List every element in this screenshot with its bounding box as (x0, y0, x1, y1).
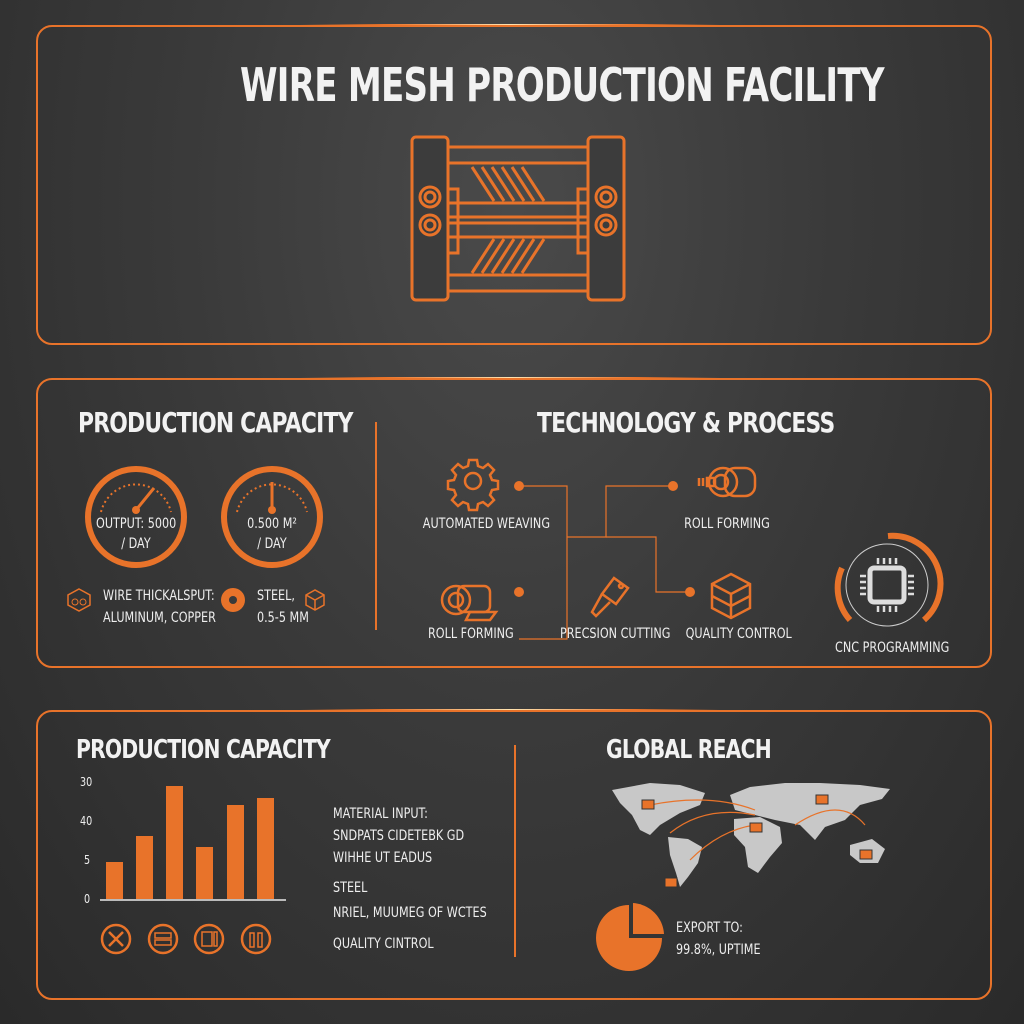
bar-3 (166, 786, 183, 900)
gauge-1-line1: OUTPUT: 5000 (96, 516, 177, 532)
cylinders-icon (240, 923, 272, 955)
cube-icon (305, 589, 325, 611)
step-precision-cutting: PRECSION CUTTING (560, 626, 671, 642)
rack-icon (147, 923, 179, 955)
bar-4 (196, 847, 213, 900)
process-connectors (514, 481, 695, 640)
y-tick-5: 5 (84, 853, 91, 867)
export-pie-chart (596, 903, 664, 971)
global-title: GLOBAL REACH (606, 735, 772, 765)
tech-title: TECHNOLOGY & PROCESS (537, 406, 835, 439)
step-quality-control: QUALITY CONTROL (685, 626, 792, 642)
capacity-title: PRODUCTION CAPACITY (78, 406, 353, 439)
gauge-icon (221, 466, 323, 568)
uptime-label: 99.8%, UPTIME (676, 942, 761, 958)
step-automated-weaving: AUTOMATED WEAVING (422, 516, 550, 532)
bottom-panel (36, 710, 992, 1000)
note-3: WIHHE UT EADUS (333, 850, 433, 866)
bar-6 (257, 798, 274, 900)
chart-baseline (100, 899, 286, 901)
bottom-divider (514, 745, 516, 957)
box-icon (710, 572, 752, 620)
material-left-line2: ALUMINUM, COPPER (103, 610, 216, 626)
material-badge-icon (221, 588, 245, 612)
gear-icon (446, 458, 500, 512)
note-2: SNDPATS CIDETEBK GD (333, 828, 465, 844)
tablet-icon (193, 923, 225, 955)
gauge-1-line2: / DAY (121, 536, 151, 552)
header-panel (36, 25, 992, 345)
note-6: QUALITY CINTROL (333, 936, 434, 952)
material-right-line2: 0.5-5 MM (257, 610, 309, 626)
bar-chart (100, 784, 286, 900)
wire-mesh-machine-icon (410, 135, 626, 302)
motor-roll-icon (440, 584, 499, 622)
material-left-line1: WIRE THICKALSPUT: (103, 588, 215, 604)
step-roll-forming-bottom: ROLL FORMING (428, 626, 514, 642)
bar-2 (136, 836, 153, 900)
export-label: EXPORT TO: (676, 920, 743, 936)
tools-icon (100, 923, 132, 955)
y-tick-40: 40 (80, 814, 93, 828)
page-title: WIRE MESH PRODUCTION FACILITY (240, 58, 884, 112)
chart-title: PRODUCTION CAPACITY (76, 735, 331, 765)
y-tick-0: 0 (84, 892, 91, 906)
cutter-icon (590, 576, 630, 618)
note-4: STEEL (333, 880, 368, 896)
step-roll-forming-top: ROLL FORMING (684, 516, 770, 532)
middle-panel (36, 378, 992, 668)
material-right-line1: STEEL, (257, 588, 295, 604)
chip-icon (834, 532, 944, 627)
gauge-icon (85, 466, 187, 568)
cnc-label: CNC PROGRAMMING (835, 640, 950, 656)
middle-divider (375, 422, 377, 630)
y-tick-30: 30 (80, 775, 93, 789)
world-map (612, 783, 890, 888)
gauge-2-line2: / DAY (257, 536, 287, 552)
roller-icon (697, 466, 757, 498)
note-1: MATERIAL INPUT: (333, 806, 428, 822)
gauge-2-line1: 0.500 M² (247, 516, 297, 532)
hexagon-materials-icon (67, 588, 91, 612)
bar-5 (227, 805, 244, 900)
bar-1 (106, 862, 123, 900)
note-5: NRIEL, MUUMEG OF WCTES (333, 905, 487, 921)
